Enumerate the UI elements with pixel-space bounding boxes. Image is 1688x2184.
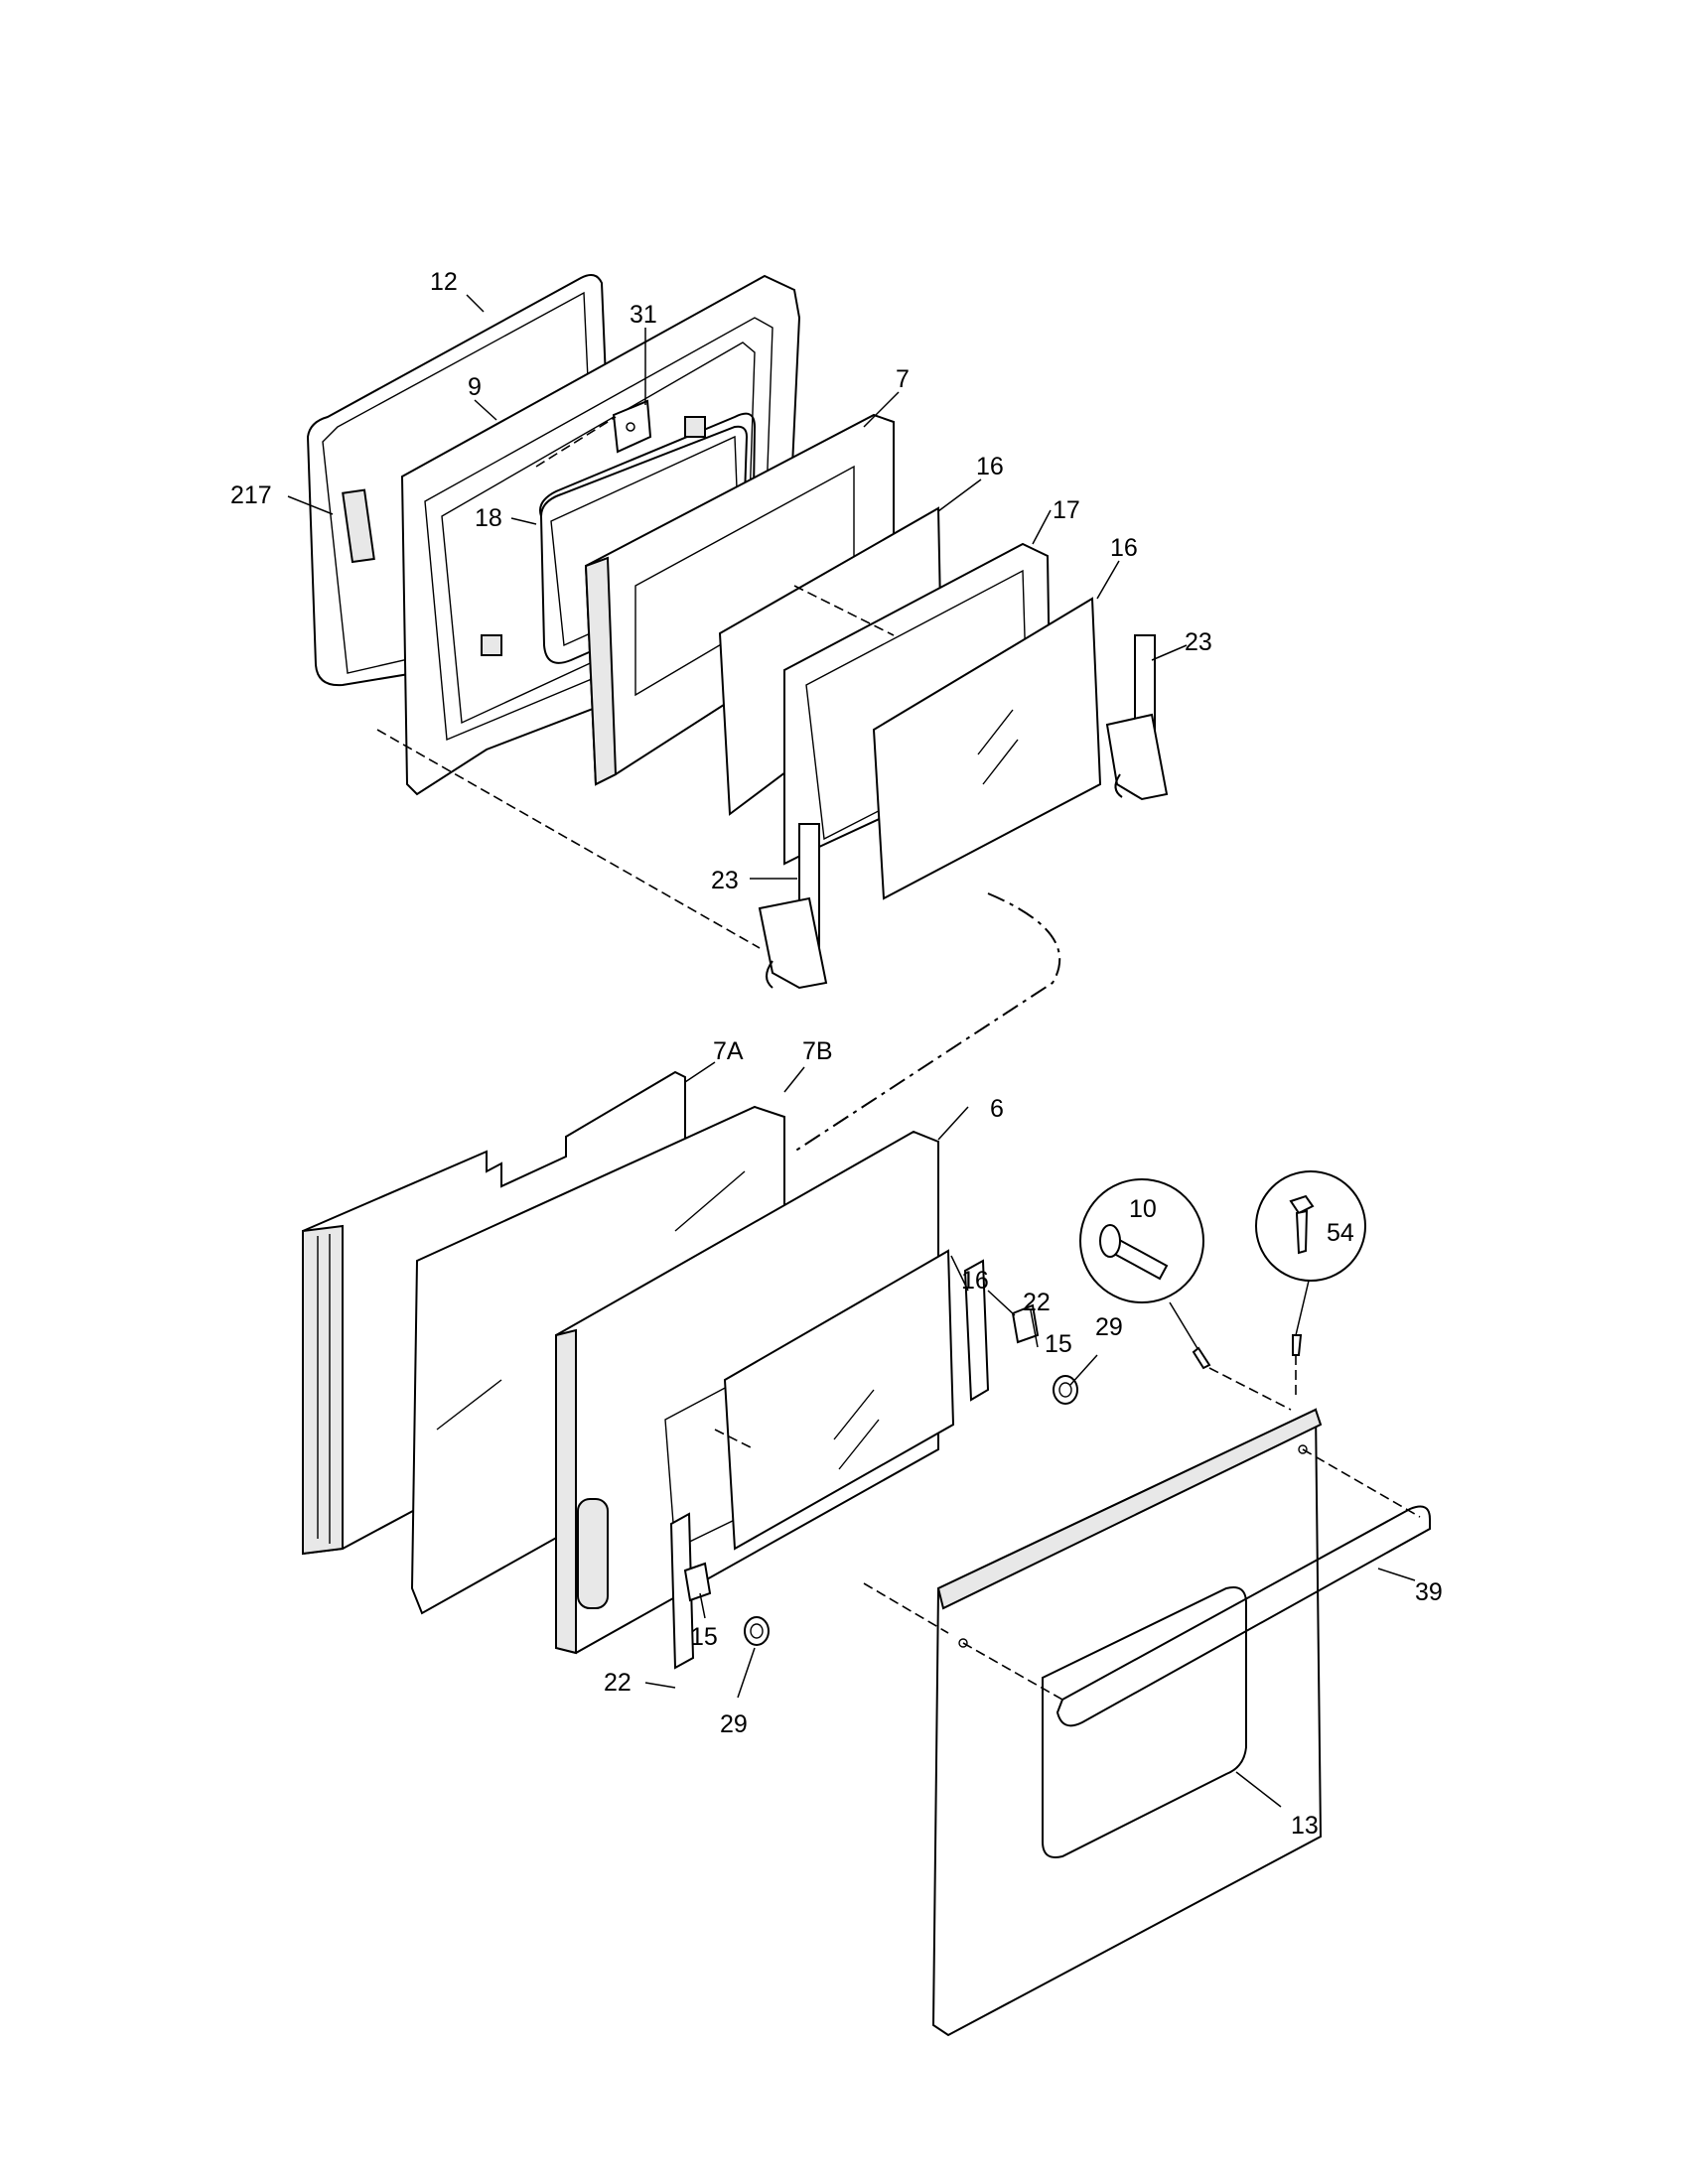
callout-7B: 7B <box>802 1037 833 1065</box>
channel-part-22-left <box>669 1512 695 1670</box>
leader-15b <box>699 1592 706 1619</box>
glass-panel-part-16b <box>872 597 1102 900</box>
leader-7B <box>783 1066 805 1093</box>
callout-16b: 16 <box>1110 534 1138 562</box>
alignment-line-center <box>793 892 1061 1153</box>
leader-13 <box>1235 1771 1282 1808</box>
leader-6 <box>937 1106 969 1141</box>
door-handle-part-39 <box>1055 1505 1431 1727</box>
callout-22a: 22 <box>1023 1289 1051 1316</box>
callout-9: 9 <box>468 373 482 401</box>
outer-door-panel-part-13 <box>931 1408 1323 2037</box>
leader-7 <box>863 391 900 428</box>
bracket-part-31 <box>612 399 652 454</box>
callout-31: 31 <box>630 301 657 329</box>
leader-29a <box>1069 1354 1098 1386</box>
callout-22b: 22 <box>604 1669 632 1697</box>
callout-217: 217 <box>230 481 272 509</box>
leader-39 <box>1377 1568 1416 1581</box>
leader-18 <box>510 517 537 525</box>
alignment-line-upper-2 <box>535 416 617 468</box>
alignment-line-lower-1 <box>1302 1448 1421 1518</box>
leader-7A <box>684 1061 716 1083</box>
callout-7: 7 <box>896 365 910 393</box>
leader-15a <box>1030 1309 1039 1348</box>
callout-15b: 15 <box>690 1623 718 1651</box>
alignment-line-upper-1 <box>376 729 761 949</box>
leader-17 <box>1032 509 1052 545</box>
alignment-line-upper-3 <box>793 585 895 636</box>
glass-panel-part-16c <box>723 1249 955 1551</box>
leader-23a <box>1151 644 1188 661</box>
hinge-part-23-right <box>1105 634 1169 801</box>
leader-16a <box>937 478 982 512</box>
leader-16c <box>950 1255 969 1292</box>
callout-29a: 29 <box>1095 1313 1123 1341</box>
callout-16c: 16 <box>961 1267 989 1295</box>
callout-29b: 29 <box>720 1710 748 1738</box>
callout-16a: 16 <box>976 453 1004 480</box>
alignment-line-lower-2 <box>962 1642 1063 1701</box>
callout-18: 18 <box>475 504 502 532</box>
callout-15a: 15 <box>1045 1330 1072 1358</box>
leader-22b <box>644 1682 676 1689</box>
callout-54: 54 <box>1327 1219 1354 1247</box>
callout-12: 12 <box>430 268 458 296</box>
leader-9 <box>474 399 497 421</box>
screw-detail-part-10 <box>1079 1178 1211 1370</box>
callout-10: 10 <box>1129 1195 1157 1223</box>
leader-12 <box>466 294 485 313</box>
alignment-line-lower-6 <box>714 1429 756 1450</box>
alignment-line-lower-3 <box>863 1582 949 1634</box>
callout-13: 13 <box>1291 1812 1319 1840</box>
clip-part-15-left <box>683 1562 712 1602</box>
leader-29b <box>737 1647 756 1699</box>
callout-17: 17 <box>1053 496 1080 524</box>
callout-7A: 7A <box>713 1037 744 1065</box>
callout-23a: 23 <box>1185 628 1212 656</box>
callout-6: 6 <box>990 1095 1004 1123</box>
bumper-part-29-left <box>744 1616 770 1646</box>
insulation-part-7 <box>584 413 895 786</box>
alignment-line-lower-4 <box>1208 1367 1292 1411</box>
callout-23b: 23 <box>711 867 739 894</box>
window-frame-part-18 <box>540 425 749 557</box>
screw-detail-part-54 <box>1255 1170 1366 1356</box>
callout-39: 39 <box>1415 1578 1443 1606</box>
leader-217 <box>287 495 334 515</box>
channel-part-22-right <box>963 1259 990 1402</box>
leader-16b <box>1096 560 1120 600</box>
hinge-part-23-left <box>758 823 828 990</box>
leader-22a <box>987 1290 1016 1316</box>
